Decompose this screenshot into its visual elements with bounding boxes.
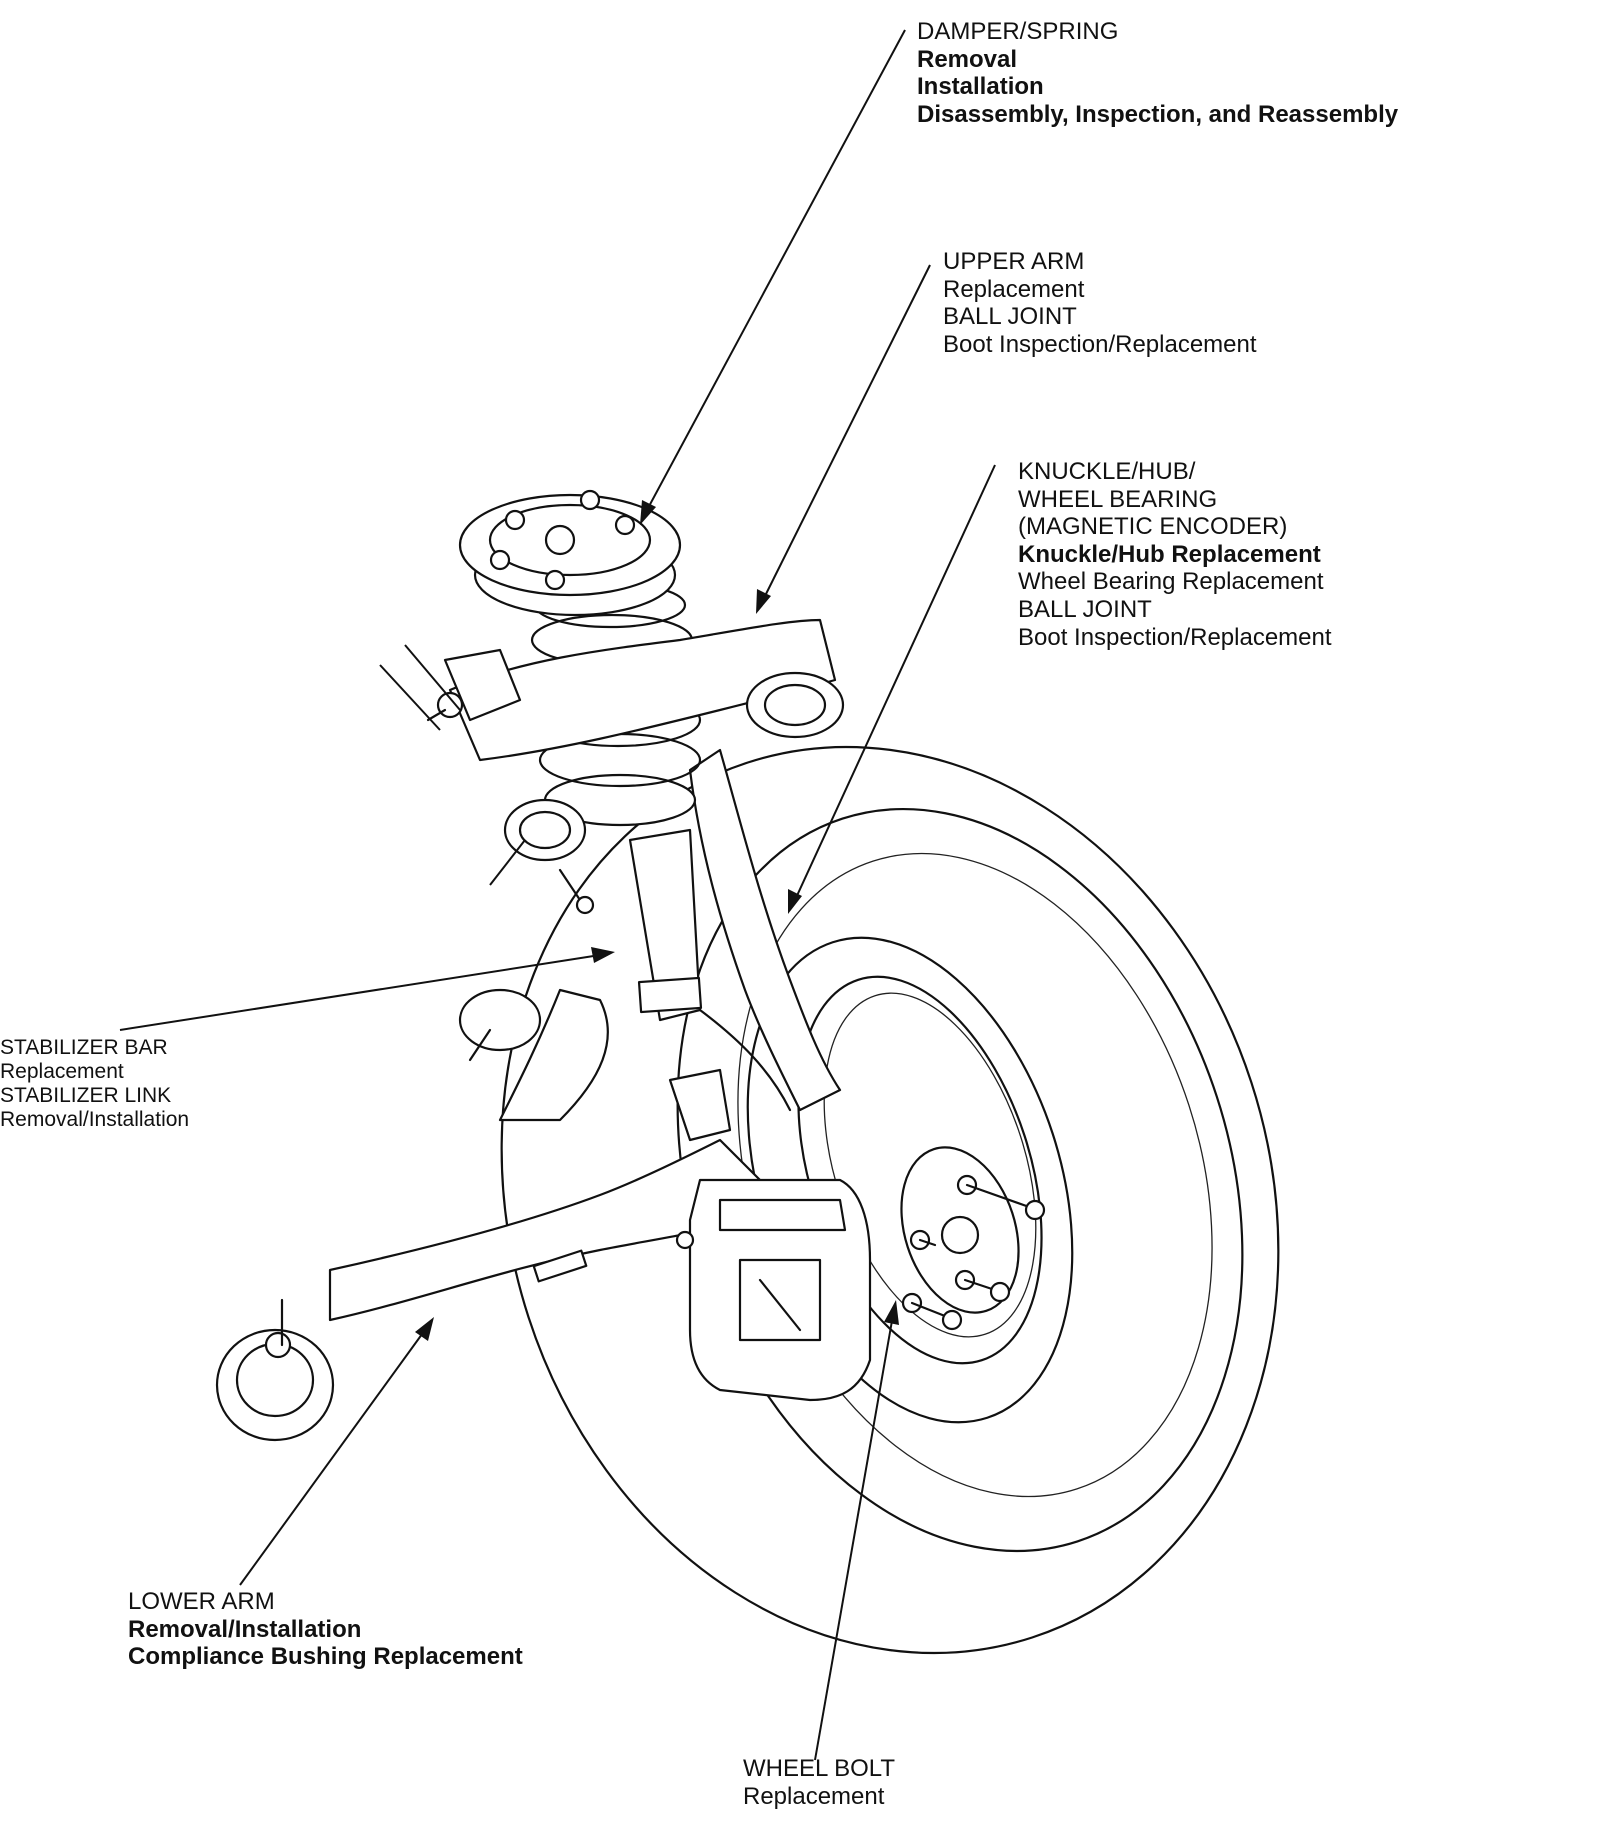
callout-knuckle-hub-line-6: Boot Inspection/Replacement	[1018, 623, 1332, 651]
callout-damper-spring-line-3: Disassembly, Inspection, and Reassembly	[917, 100, 1399, 128]
callout-stabilizer-line-2: STABILIZER LINK	[0, 1084, 172, 1108]
callout-upper-arm-line-2: BALL JOINT	[943, 303, 1077, 331]
callout-stabilizer-title: STABILIZER BAR	[0, 1036, 168, 1059]
callout-wheel-bolt-line-1: Replacement	[743, 1782, 885, 1810]
callout-damper-spring-title: DAMPER/SPRING	[917, 18, 1119, 45]
callout-knuckle-hub-line-5: BALL JOINT	[1018, 595, 1152, 623]
callout-upper-arm-line-3: Boot Inspection/Replacement	[943, 330, 1257, 358]
callout-knuckle-hub-line-1: WHEEL BEARING	[1018, 485, 1218, 513]
callout-knuckle-hub-line-2: (MAGNETIC ENCODER)	[1018, 513, 1288, 541]
lower-arm	[215, 988, 762, 1442]
callout-lower-arm-title: LOWER ARM	[128, 1588, 275, 1615]
upper-arm	[426, 618, 845, 762]
callout-wheel-bolt: WHEEL BOLT Replacement	[743, 1755, 895, 1810]
stabilizer-link	[503, 798, 595, 915]
leader-lines	[119, 29, 996, 1761]
callout-stabilizer-line-3: Removal/Installation	[0, 1108, 190, 1132]
damper	[628, 828, 732, 1142]
callout-upper-arm-title: UPPER ARM	[943, 248, 1085, 275]
caliper	[675, 1178, 872, 1402]
callout-upper-arm-line-1: Replacement	[943, 275, 1085, 303]
callout-wheel-bolt-title: WHEEL BOLT	[743, 1755, 896, 1782]
callout-damper-spring-line-2: Installation	[917, 73, 1044, 101]
callout-lower-arm-line-2: Compliance Bushing Replacement	[128, 1643, 523, 1671]
callout-knuckle-hub-line-4: Wheel Bearing Replacement	[1018, 568, 1324, 596]
callout-stabilizer-line-1: Replacement	[0, 1060, 124, 1084]
callout-stabilizer: STABILIZER BAR Replacement STABILIZER LI…	[0, 1036, 189, 1133]
top-mount	[458, 489, 682, 617]
knuckle	[688, 748, 842, 1112]
callout-knuckle-hub-line-3: Knuckle/Hub Replacement	[1018, 540, 1321, 568]
callout-lower-arm: LOWER ARM Removal/Installation Complianc…	[128, 1588, 523, 1671]
callout-damper-spring-line-1: Removal	[917, 45, 1018, 73]
callout-knuckle-hub: KNUCKLE/HUB/ WHEEL BEARING (MAGNETIC ENC…	[1018, 458, 1332, 651]
callout-lower-arm-line-1: Removal/Installation	[128, 1615, 362, 1643]
callout-damper-spring: DAMPER/SPRING Removal Installation Disas…	[917, 18, 1398, 128]
callout-upper-arm: UPPER ARM Replacement BALL JOINT Boot In…	[943, 248, 1257, 358]
callout-knuckle-hub-title: KNUCKLE/HUB/	[1018, 458, 1196, 485]
